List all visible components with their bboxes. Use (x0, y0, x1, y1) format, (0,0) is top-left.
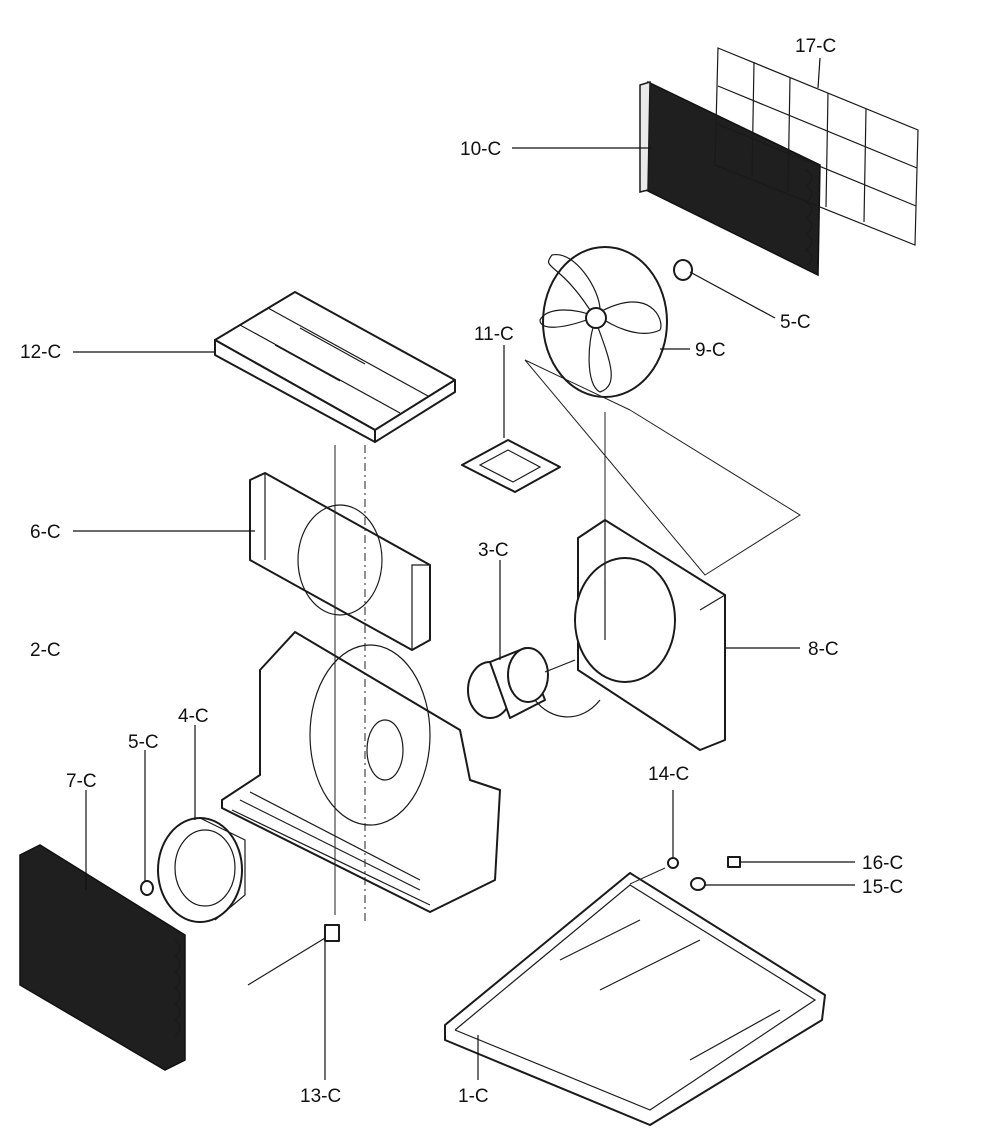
label-16-c: 16-C (862, 853, 903, 874)
label-9-c: 9-C (695, 340, 726, 361)
label-14-c: 14-C (648, 764, 689, 785)
label-6-c: 6-C (30, 522, 61, 543)
label-10-c: 10-C (460, 139, 501, 160)
drain-hose-part (247, 924, 340, 986)
condenser-coil-part (639, 80, 821, 277)
orifice-part (157, 817, 246, 923)
fan-blade-part (539, 246, 668, 398)
washer-part (690, 877, 706, 891)
air-guide-part (214, 291, 456, 443)
evaporator-part (19, 844, 186, 1071)
clip-part-left (140, 880, 154, 896)
coil-guard-part (714, 47, 919, 246)
base-pan-part (444, 872, 826, 1126)
label-3-c: 3-C (478, 540, 509, 561)
fan-motor-part (467, 647, 601, 719)
label-8-c: 8-C (808, 639, 839, 660)
label-5-c-left: 5-C (128, 732, 159, 753)
shroud-part (574, 519, 726, 751)
label-5-c-top: 5-C (780, 312, 811, 333)
label-1-c: 1-C (458, 1086, 489, 1107)
bolt-part (727, 856, 741, 868)
label-17-c: 17-C (795, 36, 836, 57)
small-screw-part (667, 857, 679, 869)
label-7-c: 7-C (66, 771, 97, 792)
label-13-c: 13-C (300, 1086, 341, 1107)
leader-5-top (689, 271, 776, 319)
base-housing-part (221, 631, 501, 913)
leader-17 (817, 57, 821, 89)
assembly-axis-lines (334, 359, 801, 925)
motor-bracket-part (461, 439, 561, 493)
clip-part-top (673, 259, 693, 281)
label-12-c: 12-C (20, 342, 61, 363)
label-15-c: 15-C (862, 877, 903, 898)
label-2-c: 2-C (30, 640, 61, 661)
scroll-partition-part (249, 472, 431, 651)
label-11-c: 11-C (474, 324, 514, 345)
label-4-c: 4-C (178, 706, 209, 727)
